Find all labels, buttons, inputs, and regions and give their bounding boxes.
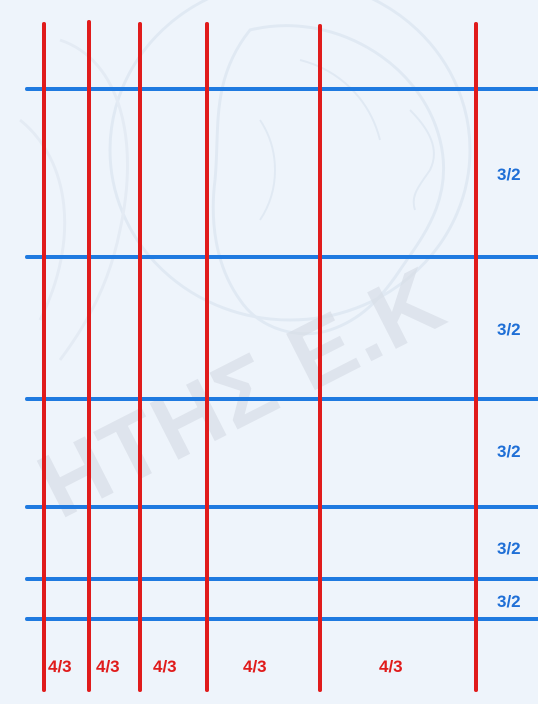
row-labels: 3/2 3/2 3/2 3/2 3/2 xyxy=(497,165,521,611)
column-label-3: 4/3 xyxy=(153,657,177,676)
row-label-5: 3/2 xyxy=(497,592,521,611)
column-label-2: 4/3 xyxy=(96,657,120,676)
row-label-1: 3/2 xyxy=(497,165,521,184)
column-label-5: 4/3 xyxy=(379,657,403,676)
row-label-4: 3/2 xyxy=(497,539,521,558)
row-label-2: 3/2 xyxy=(497,320,521,339)
row-label-3: 3/2 xyxy=(497,442,521,461)
column-labels: 4/3 4/3 4/3 4/3 4/3 xyxy=(48,657,403,676)
column-label-4: 4/3 xyxy=(243,657,267,676)
column-label-1: 4/3 xyxy=(48,657,72,676)
